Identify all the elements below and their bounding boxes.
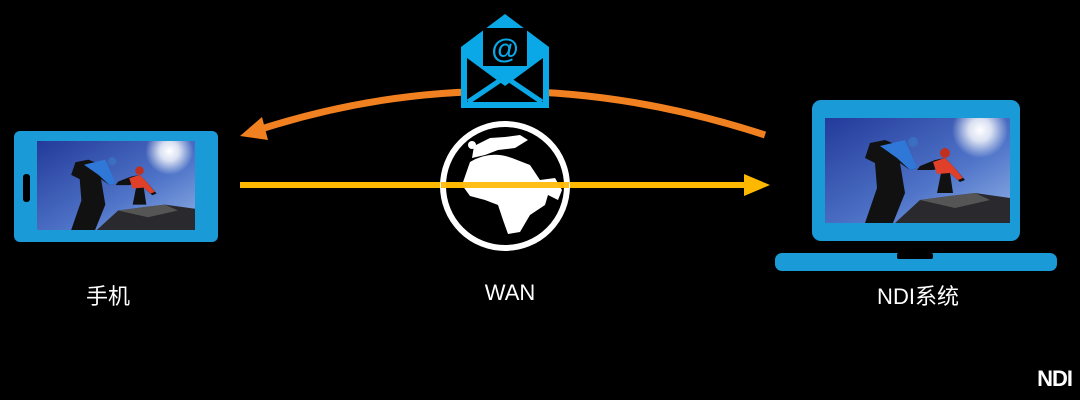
phone-icon bbox=[14, 131, 218, 242]
email-envelope-icon: @ bbox=[461, 14, 549, 108]
laptop-icon bbox=[775, 100, 1057, 271]
ndi-system-label: NDI系统 bbox=[877, 284, 959, 309]
wan-label: WAN bbox=[484, 280, 536, 305]
globe-icon bbox=[440, 121, 570, 251]
svg-text:@: @ bbox=[491, 33, 518, 64]
phone-label: 手机 bbox=[85, 284, 131, 309]
ndi-logo: NDI bbox=[1037, 366, 1073, 391]
